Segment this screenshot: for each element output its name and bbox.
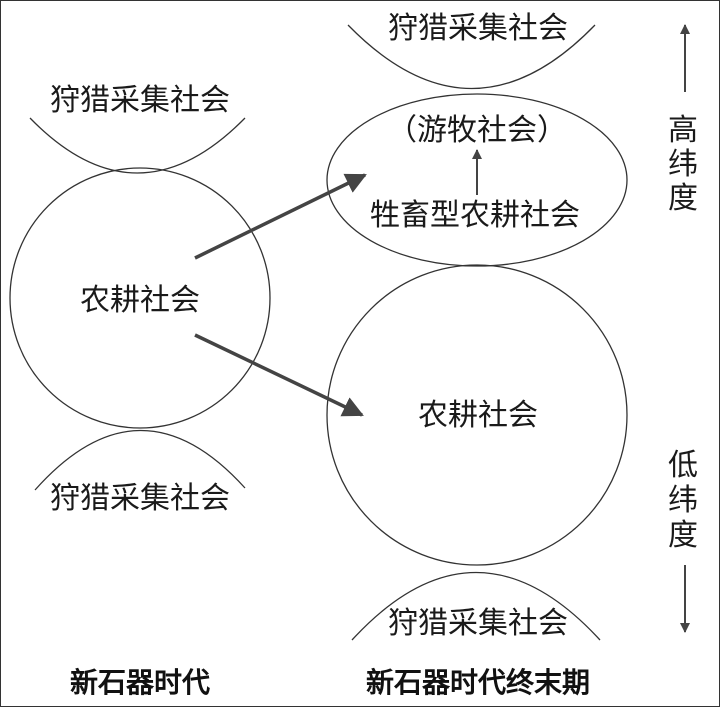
left-bottom-label: 狩猎采集社会 <box>50 481 230 516</box>
left-bottom-arc <box>34 429 246 491</box>
left-center-label: 农耕社会 <box>80 283 200 318</box>
right-top-label: 狩猎采集社会 <box>388 11 568 46</box>
left-top-arc <box>29 117 246 174</box>
right-ellipse <box>326 93 628 267</box>
left-top-label: 狩猎采集社会 <box>50 83 230 118</box>
right-center-circle <box>326 264 628 566</box>
low-3: 度 <box>668 518 698 553</box>
high-1: 高 <box>668 113 698 148</box>
right-bottom-arc <box>351 572 601 641</box>
high-3: 度 <box>668 181 698 216</box>
right-bottom-label: 狩猎采集社会 <box>388 606 568 641</box>
livestock-label: 牲畜型农耕社会 <box>370 198 580 233</box>
low-2: 纬 <box>668 483 698 518</box>
right-top-arc <box>347 24 596 90</box>
high-2: 纬 <box>668 147 698 182</box>
right-center-label: 农耕社会 <box>418 398 538 433</box>
right-caption: 新石器时代终末期 <box>366 666 590 699</box>
left-center-circle <box>9 167 271 429</box>
nomad-label: （游牧社会） <box>387 113 567 148</box>
arrow-to-agri <box>194 333 364 417</box>
arrow-to-livestock <box>194 173 367 260</box>
low-1: 低 <box>668 448 698 483</box>
left-caption: 新石器时代 <box>70 666 210 699</box>
